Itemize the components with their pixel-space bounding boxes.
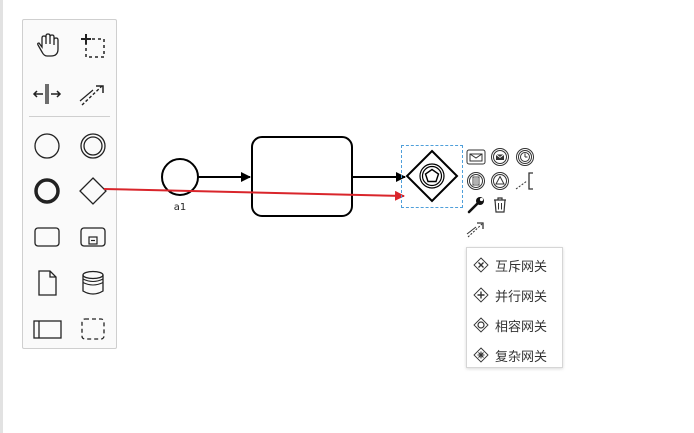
wrench-icon[interactable] <box>466 195 486 215</box>
palette-separator <box>29 116 110 117</box>
data-object-icon[interactable] <box>31 267 63 299</box>
global-connect-tool-icon[interactable] <box>77 78 109 110</box>
gateway-icon[interactable] <box>77 175 109 207</box>
trash-icon[interactable] <box>490 195 510 215</box>
exclusive-gateway-icon <box>473 257 489 273</box>
participant-pool-icon[interactable] <box>31 313 63 345</box>
inclusive-gateway-icon <box>473 317 489 333</box>
message-catch-event-icon[interactable] <box>490 147 510 167</box>
window-left-border <box>0 0 3 433</box>
connection-preview-line <box>103 188 405 201</box>
gateway-replace-menu: 互斥网关 并行网关 相容网关 复杂网关 <box>466 247 563 368</box>
signal-event-icon[interactable] <box>490 171 510 191</box>
menu-item-label: 互斥网关 <box>495 259 548 275</box>
menu-item-label: 并行网关 <box>495 289 548 305</box>
menu-item-inclusive-gateway[interactable]: 相容网关 <box>471 312 559 338</box>
intermediate-event-icon[interactable] <box>77 130 109 162</box>
parallel-gateway-icon <box>473 287 489 303</box>
menu-item-parallel-gateway[interactable]: 并行网关 <box>471 282 559 308</box>
timer-event-icon[interactable] <box>515 147 535 167</box>
tool-palette <box>22 19 117 349</box>
start-event-icon[interactable] <box>31 130 63 162</box>
menu-item-label: 相容网关 <box>495 319 548 335</box>
end-event-icon[interactable] <box>31 175 63 207</box>
text-annotation-icon[interactable] <box>515 171 535 191</box>
task-icon[interactable] <box>31 221 63 253</box>
selection-outline <box>401 145 463 208</box>
space-tool-icon[interactable] <box>31 78 63 110</box>
message-intermediate-event-icon[interactable] <box>466 147 486 167</box>
menu-item-exclusive-gateway[interactable]: 互斥网关 <box>471 252 559 278</box>
hand-tool-icon[interactable] <box>31 30 63 62</box>
start-event-label[interactable]: a1 <box>173 202 187 213</box>
data-store-icon[interactable] <box>77 267 109 299</box>
conditional-event-icon[interactable] <box>466 171 486 191</box>
group-icon[interactable] <box>77 313 109 345</box>
subprocess-icon[interactable] <box>77 221 109 253</box>
connect-icon[interactable] <box>466 219 486 239</box>
lasso-tool-icon[interactable] <box>77 30 109 62</box>
menu-item-label: 复杂网关 <box>495 349 548 365</box>
complex-gateway-icon <box>473 347 489 363</box>
task[interactable] <box>251 136 353 217</box>
menu-item-complex-gateway[interactable]: 复杂网关 <box>471 342 559 368</box>
event-based-gateway[interactable] <box>405 149 459 203</box>
